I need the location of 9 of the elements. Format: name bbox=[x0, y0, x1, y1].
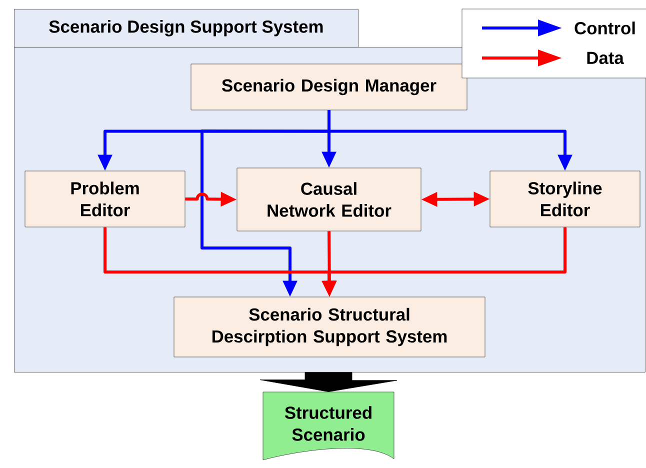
process-box: Storyline Editor bbox=[490, 170, 640, 228]
node-label: Scenario Design Support System bbox=[49, 20, 323, 36]
block-arrow bbox=[260, 372, 398, 392]
process-box: Causal Network Editor bbox=[236, 168, 422, 232]
legend-label: Data bbox=[587, 52, 624, 64]
process-box: Scenario Structural Descirption Support System bbox=[174, 296, 486, 358]
process-box: Problem Editor bbox=[24, 170, 186, 228]
legend-label: Control bbox=[574, 22, 635, 34]
process-box: Scenario Design Manager bbox=[190, 64, 468, 110]
